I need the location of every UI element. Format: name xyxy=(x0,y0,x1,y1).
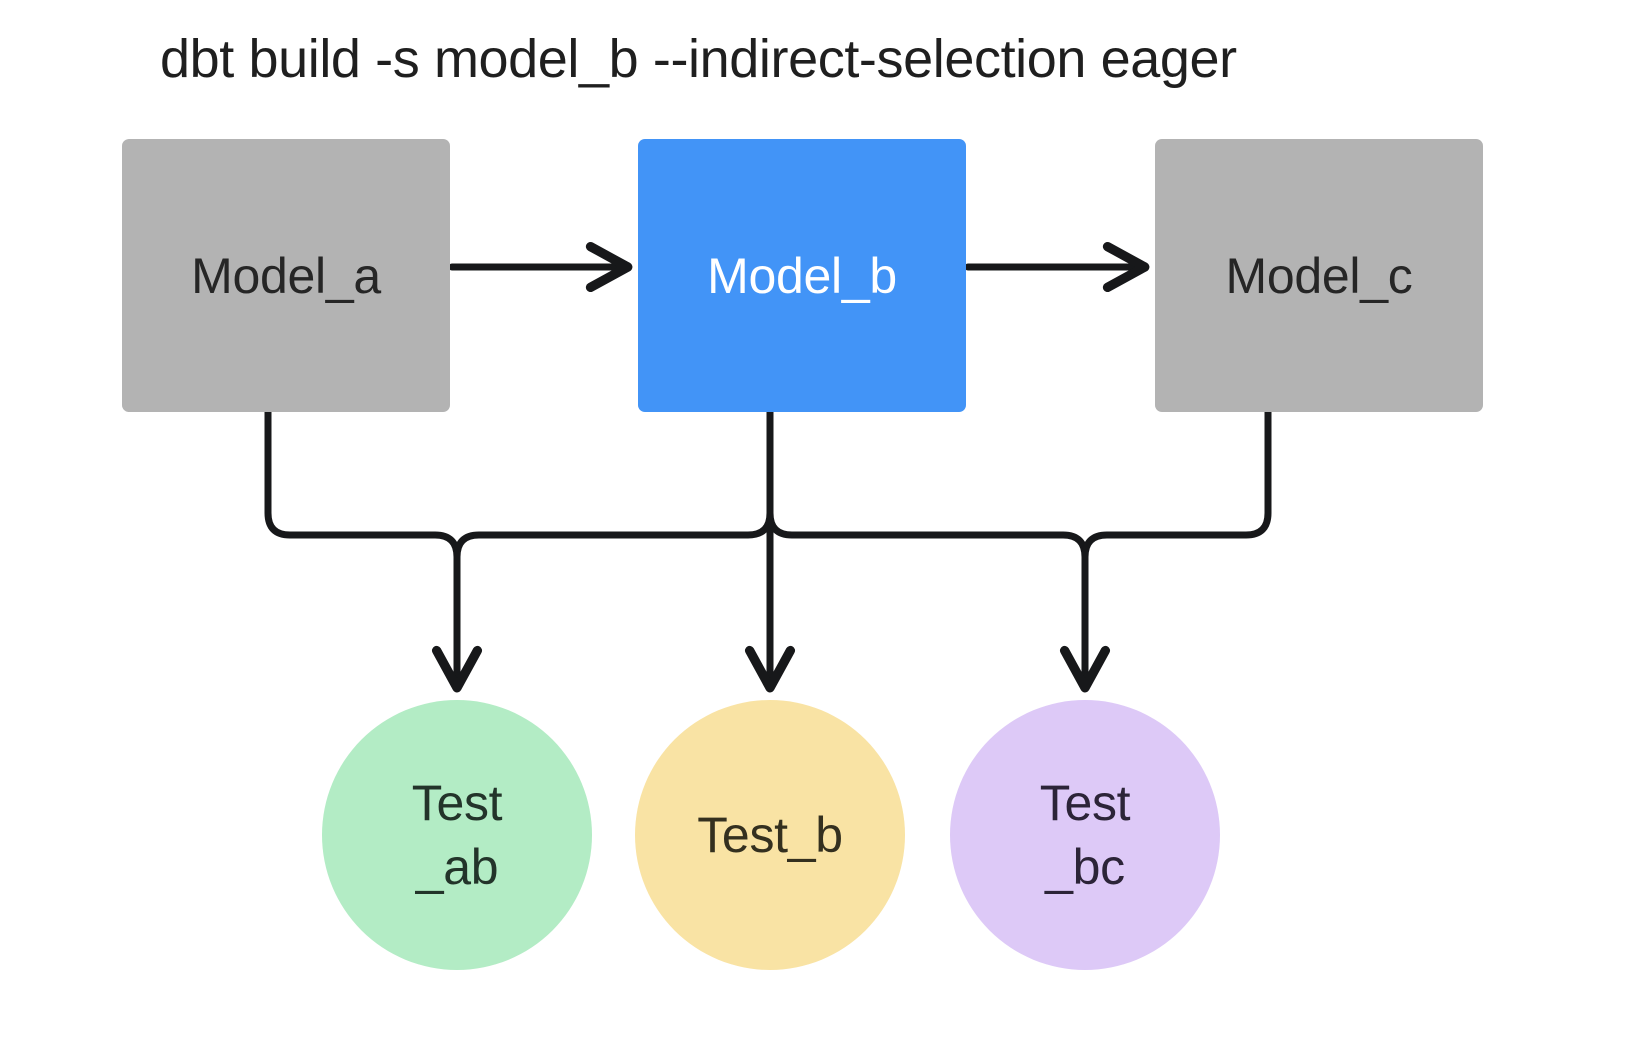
node-test-ab[interactable]: Test _ab xyxy=(322,700,592,970)
page-title: dbt build -s model_b --indirect-selectio… xyxy=(160,29,1237,89)
node-model-c-label: Model_c xyxy=(1225,247,1413,304)
node-test-ab-label: Test _ab xyxy=(412,771,503,899)
node-model-c[interactable]: Model_c xyxy=(1155,139,1483,412)
node-test-b-label: Test_b xyxy=(697,807,843,863)
node-test-bc[interactable]: Test _bc xyxy=(950,700,1220,970)
edge-model-c-to-test-bc xyxy=(1059,408,1272,693)
edge-model-a-to-test-ab xyxy=(264,408,483,693)
node-test-bc-label-line1: Test xyxy=(1039,775,1131,831)
edge-model-b-to-test-ab xyxy=(453,408,774,561)
edge-model-b-to-test-bc xyxy=(766,408,1089,561)
node-test-b[interactable]: Test_b xyxy=(635,700,905,970)
node-model-b-label: Model_b xyxy=(707,247,897,304)
node-test-bc-label: Test _bc xyxy=(1040,771,1131,899)
node-test-ab-label-line2: _ab xyxy=(415,839,499,895)
node-model-a-label: Model_a xyxy=(191,247,381,304)
node-test-bc-label-line2: _bc xyxy=(1045,839,1125,895)
node-test-ab-label-line1: Test xyxy=(411,775,503,831)
node-model-a[interactable]: Model_a xyxy=(122,139,450,412)
node-model-b[interactable]: Model_b xyxy=(638,139,966,412)
